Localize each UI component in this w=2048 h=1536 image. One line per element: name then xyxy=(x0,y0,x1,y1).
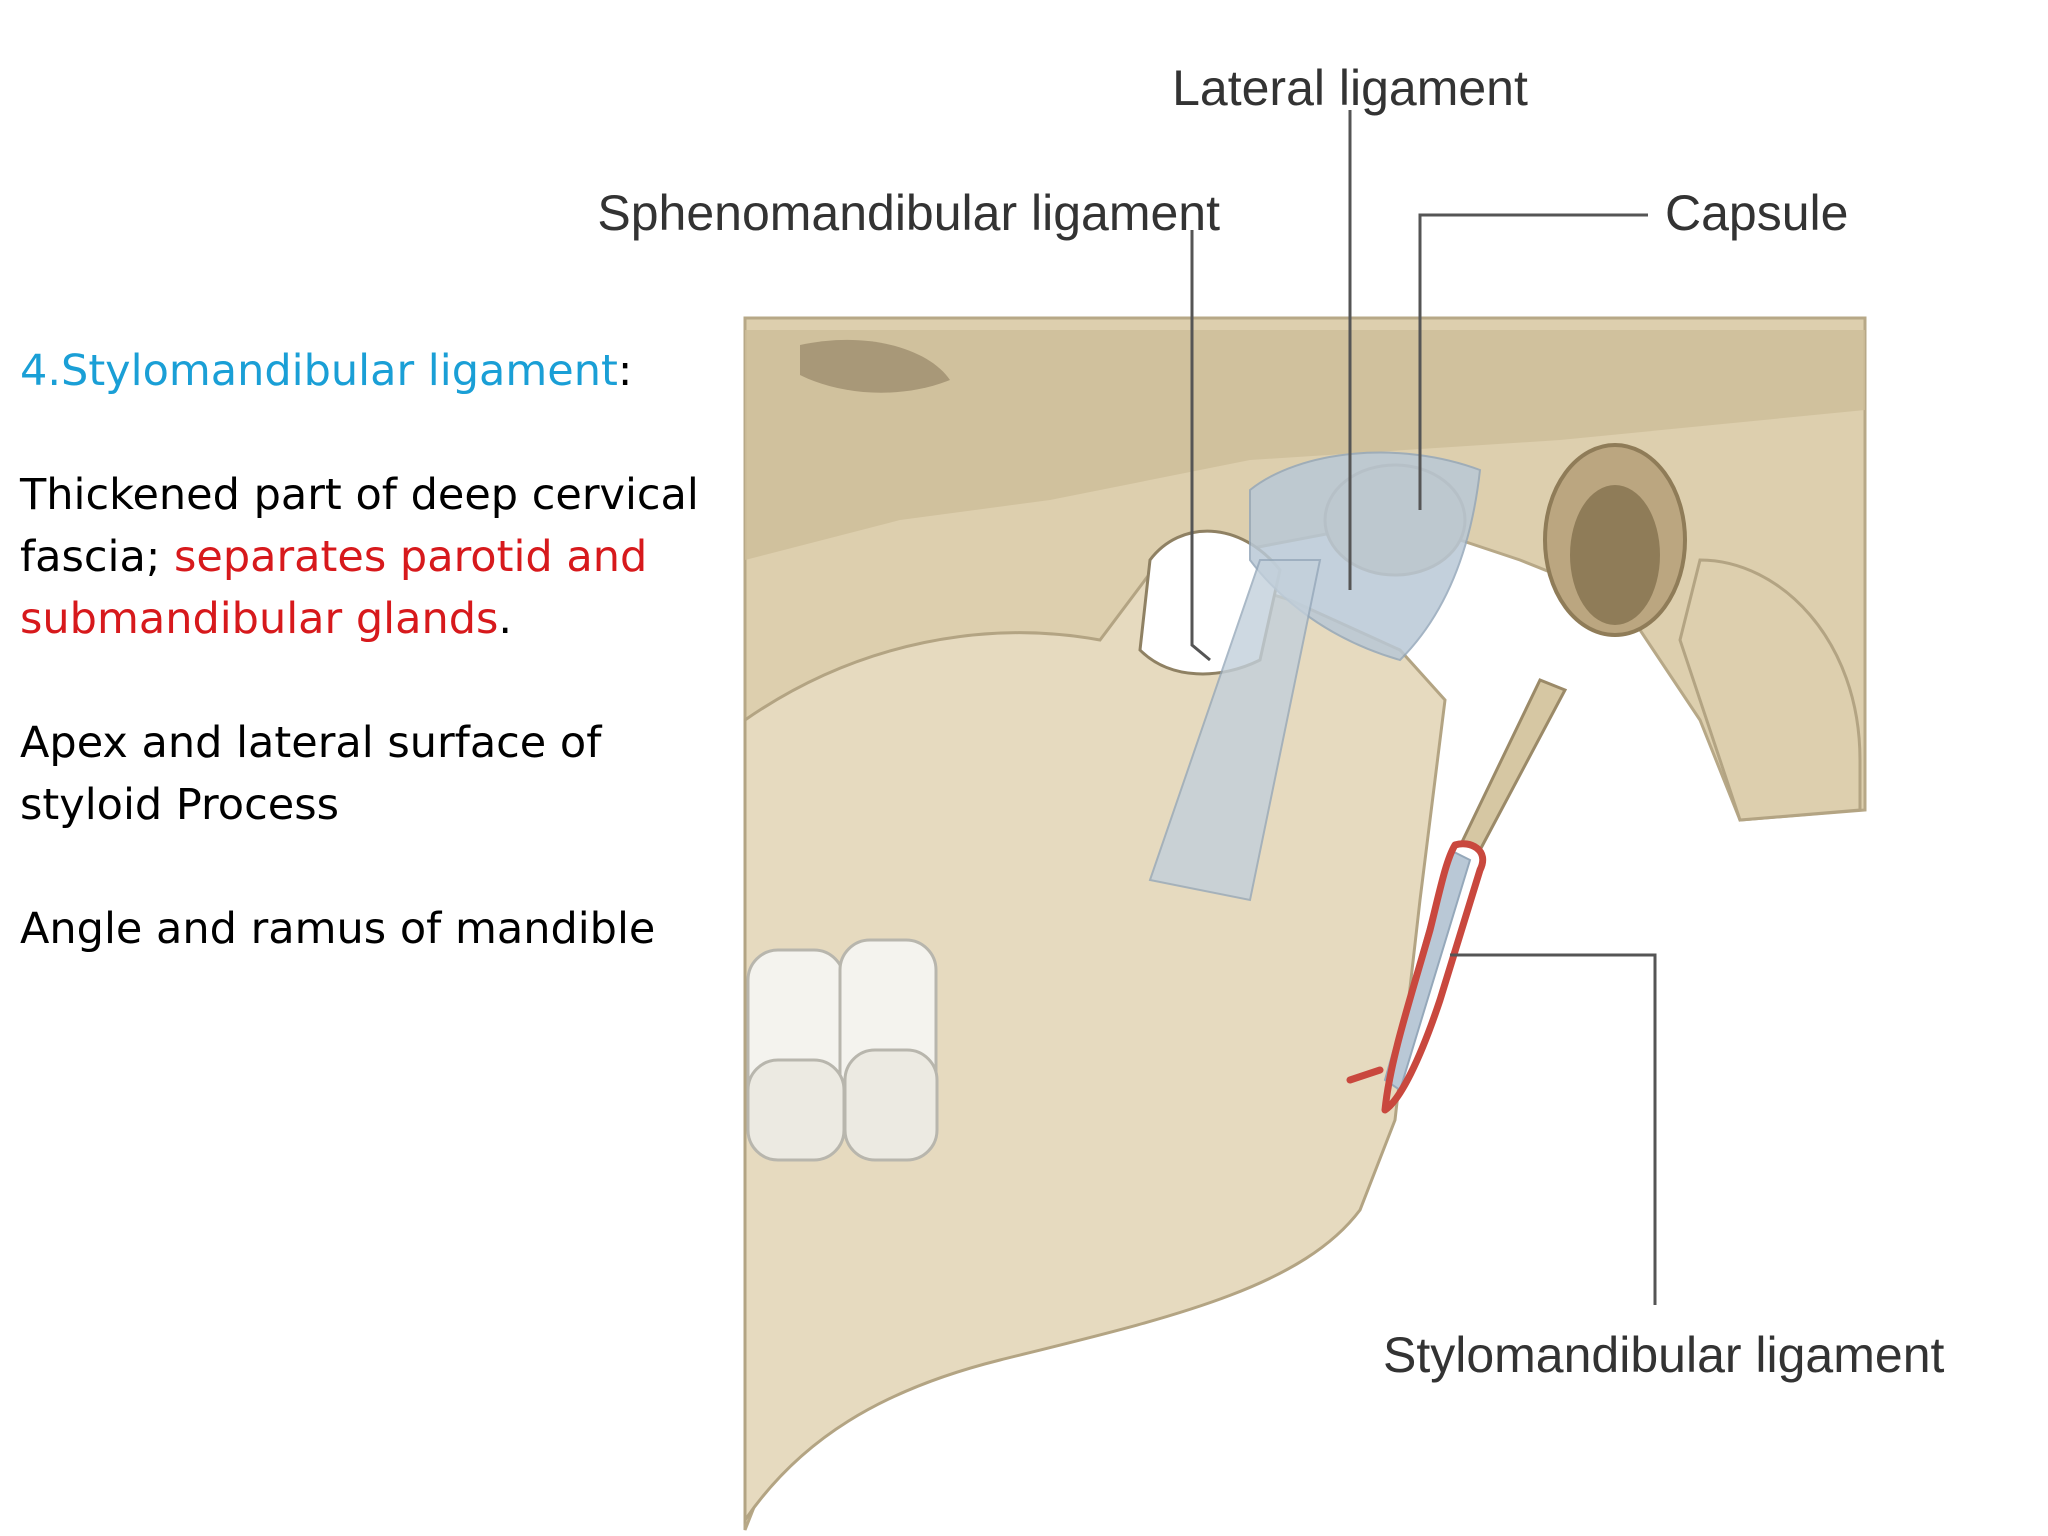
heading-line: 4.Stylomandibular ligament: xyxy=(20,340,740,402)
description-text: Thickened part of deep cervical fascia; xyxy=(20,470,699,582)
styloid-process xyxy=(1459,678,1568,852)
label-sphenomandibular-ligament: Sphenomandibular ligament xyxy=(597,185,1220,241)
label-capsule: Capsule xyxy=(1665,185,1848,241)
heading-colon: : xyxy=(617,346,633,396)
label-lateral-ligament: Lateral ligament xyxy=(1172,60,1528,116)
leader-stylomandibular xyxy=(1450,953,1657,1305)
red-annotation-outline xyxy=(1346,840,1486,1114)
orbit-shadow xyxy=(800,339,950,393)
slide-text: 4.Stylomandibular ligament: Thickened pa… xyxy=(20,340,740,960)
leader-sphenomandibular xyxy=(1190,230,1211,662)
leader-capsule xyxy=(1418,213,1648,510)
attachment-origin: Apex and lateral surface of styloid Proc… xyxy=(20,718,602,830)
sphenomandibular-ligament xyxy=(1148,559,1322,902)
molar-teeth xyxy=(746,938,939,1162)
description-period: . xyxy=(498,594,513,644)
ear-canal-inner xyxy=(1570,485,1660,625)
attachment-insertion: Angle and ramus of mandible xyxy=(20,904,656,954)
label-stylomandibular-ligament: Stylomandibular ligament xyxy=(1383,1327,1945,1383)
zygomatic-arch xyxy=(745,330,1865,560)
description-paragraph: Thickened part of deep cervical fascia; … xyxy=(20,464,740,650)
mastoid-process xyxy=(1678,558,1862,822)
description-highlight: separates parotid and submandibular glan… xyxy=(20,532,648,644)
slide-heading: 4.Stylomandibular ligament xyxy=(20,346,618,396)
